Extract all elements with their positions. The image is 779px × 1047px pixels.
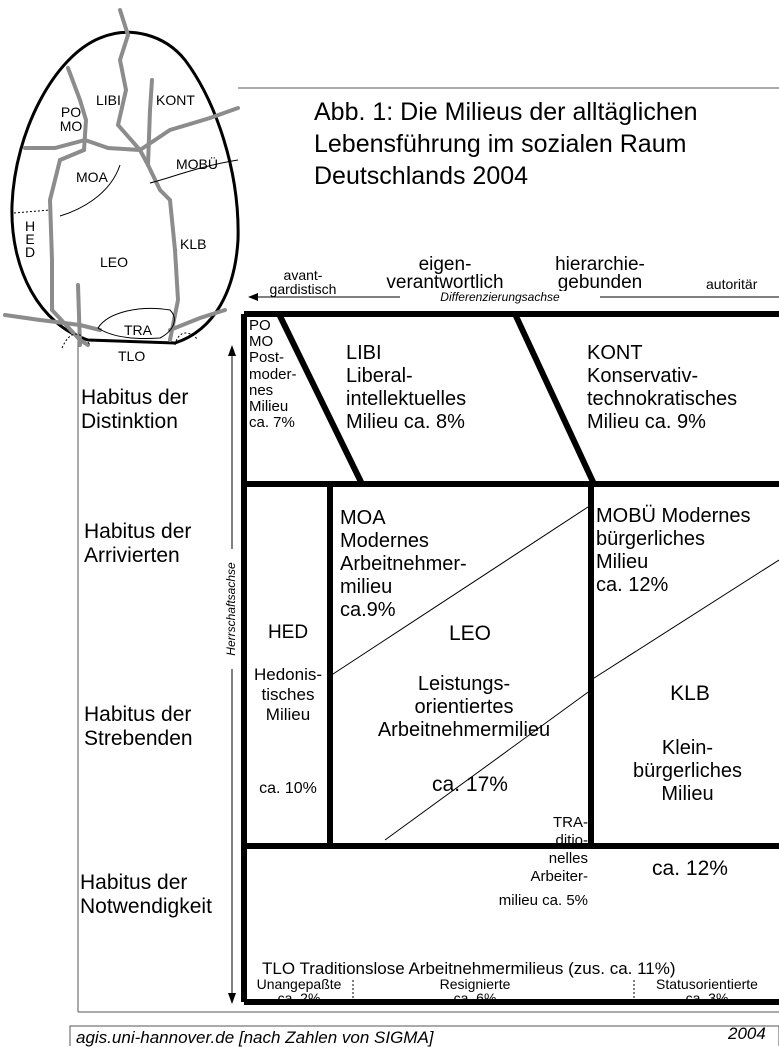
egg-label-leo: LEO — [100, 254, 129, 270]
egg-label-pomo: PO MO — [59, 104, 83, 134]
egg-label-moa: MOA — [76, 169, 108, 185]
egg-label-mobu: MOBÜ — [176, 156, 218, 172]
milieu-kont: KONT Konservativ- technokratisches Milie… — [587, 342, 738, 433]
habitus-arrivierten: Habitus der Arrivierten — [84, 520, 192, 567]
axis-label-avantgardistisch: avant- gardistisch — [269, 267, 337, 297]
milieu-tlo: TLO Traditionslose Arbeitnehmermilieus (… — [262, 959, 676, 978]
habitus-strebenden: Habitus der Strebenden — [84, 703, 193, 750]
egg-label-klb: KLB — [180, 236, 207, 252]
milieu-tlo-statusorientierte: Statusorientierte ca. 3% — [656, 976, 758, 1006]
milieu-pomo: PO MO Post- moder- nes Milieu ca. 7% — [249, 317, 297, 432]
footer-source: agis.uni-hannover.de [nach Zahlen von SI… — [76, 1028, 434, 1047]
milieu-tra-share: milieu ca. 5% — [498, 892, 588, 909]
milieu-tlo-resignierte: Resignierte ca. 6% — [439, 976, 511, 1006]
milieu-mobu: MOBÜ Modernes bürgerliches Milieu ca. 12… — [596, 505, 751, 596]
milieu-klb-abbr: KLB — [670, 682, 710, 705]
power-axis-label: Herrschaftsachse — [224, 549, 238, 669]
egg-label-tlo: TLO — [118, 348, 146, 364]
milieu-libi: LIBI Liberal- intellektuelles Milieu ca.… — [346, 342, 467, 433]
differentiation-axis-label: Differenzierungsachse — [400, 291, 600, 303]
axis-label-eigenverantwortlich: eigen- verantwortlich — [386, 254, 504, 293]
axis-label-autoritaer: autoritär — [706, 276, 758, 292]
egg-label-tra: TRA — [124, 322, 152, 338]
habitus-distinktion: Habitus der Distinktion — [81, 386, 189, 433]
milieu-leo-abbr: LEO — [448, 622, 492, 645]
milieu-hed-abbr: HED — [267, 622, 309, 643]
egg-outline — [10, 30, 240, 345]
milieu-klb-name: Klein- bürgerliches Milieu — [633, 737, 742, 805]
milieu-klb-share: ca. 12% — [652, 857, 728, 880]
figure-title: Abb. 1: Die Milieus der alltäglichen Leb… — [314, 98, 698, 190]
milieu-tlo-unangepasste: Unangepaßte ca. 2% — [256, 976, 342, 1006]
egg-label-libi: LIBI — [96, 92, 121, 108]
milieu-moa: MOA Modernes Arbeitnehmer- milieu ca.9% — [340, 507, 467, 621]
axis-label-hierarchiegebunden: hierarchie- gebunden — [555, 254, 645, 293]
habitus-notwendigkeit: Habitus der Notwendigkeit — [80, 871, 212, 918]
milieu-tra: TRA- ditio- nelles Arbeiter- — [530, 814, 588, 885]
milieu-leo-name: Leistungs- orientiertes Arbeitnehmermili… — [377, 673, 551, 741]
egg-label-hed: H E D — [24, 218, 36, 260]
milieu-hed-share: ca. 10% — [259, 780, 317, 797]
footer-year: 2004 — [728, 1024, 766, 1043]
egg-label-kont: KONT — [156, 92, 195, 108]
milieu-leo-share: ca. 17% — [432, 773, 508, 796]
milieu-hed-name: Hedonis- tisches Milieu — [253, 665, 323, 724]
